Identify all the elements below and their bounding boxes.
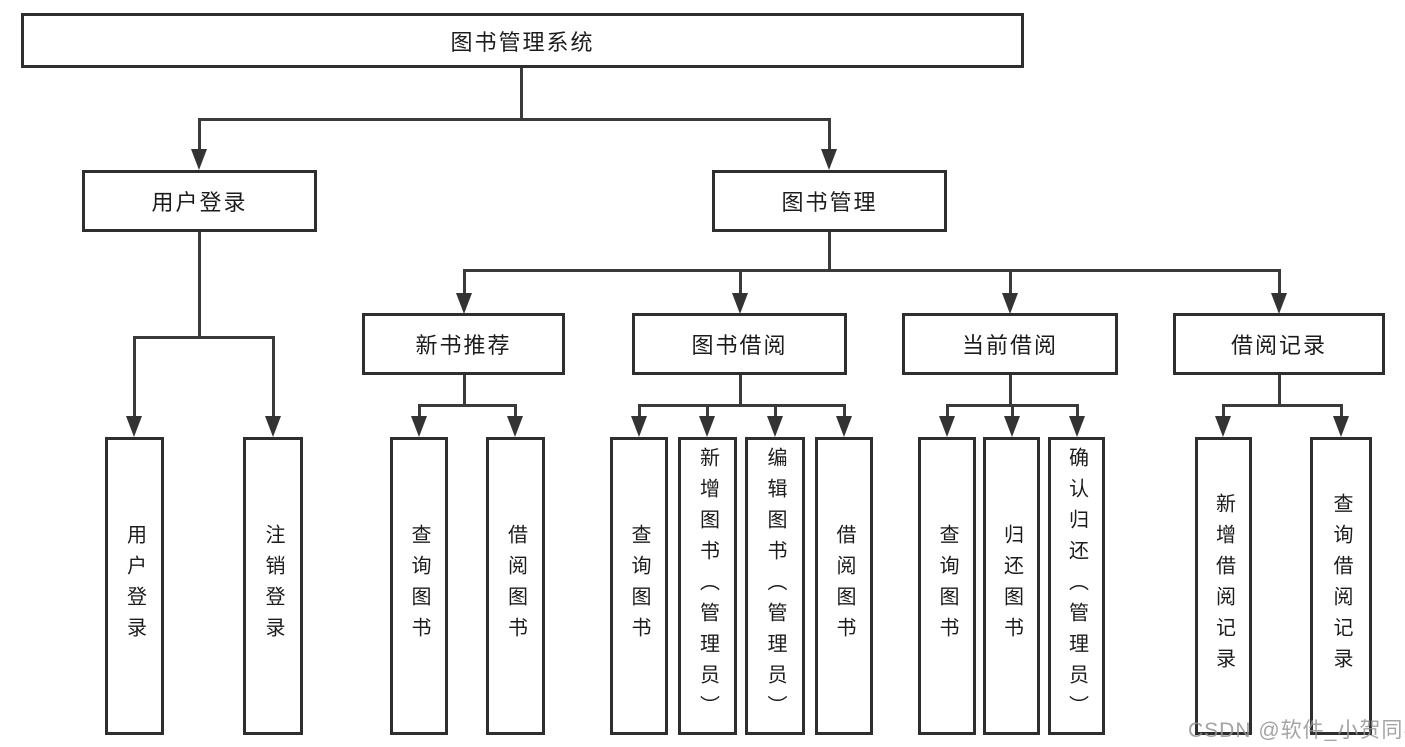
leaf-query-books-2: 查询图书 bbox=[610, 437, 668, 735]
leaf-query-books-3: 查询图书 bbox=[918, 437, 976, 735]
node-user-login: 用户登录 bbox=[82, 170, 317, 232]
connector-line bbox=[1009, 375, 1012, 407]
leaf-edit-book-admin: 编辑图书（管理员） bbox=[745, 437, 805, 735]
node-system: 图书管理系统 bbox=[21, 13, 1024, 68]
node-label: 归还图书 bbox=[1000, 524, 1023, 648]
node-label: 新书推荐 bbox=[415, 333, 512, 358]
arrow-down-icon bbox=[821, 149, 837, 170]
leaf-logout: 注销登录 bbox=[243, 437, 303, 735]
arrow-down-icon bbox=[411, 416, 427, 437]
node-label: 编辑图书（管理员） bbox=[764, 446, 786, 726]
arrow-down-icon bbox=[1002, 293, 1018, 314]
connector-line bbox=[1278, 269, 1281, 296]
connector-line bbox=[946, 404, 949, 418]
arrow-down-icon bbox=[767, 416, 783, 437]
connector-line bbox=[739, 269, 742, 296]
arrow-down-icon bbox=[939, 416, 955, 437]
connector-line bbox=[463, 375, 466, 407]
connector-line bbox=[272, 336, 275, 418]
node-label: 查询图书 bbox=[936, 524, 958, 648]
connector-line bbox=[133, 336, 275, 339]
arrow-down-icon bbox=[1215, 416, 1231, 437]
arrow-down-icon bbox=[699, 416, 715, 437]
connector-line bbox=[198, 118, 831, 121]
node-label: 查询图书 bbox=[628, 524, 650, 648]
connector-line bbox=[1222, 404, 1343, 407]
node-label: 借阅图书 bbox=[833, 524, 855, 648]
connector-line bbox=[774, 404, 777, 418]
connector-line bbox=[1278, 375, 1281, 407]
leaf-query-books-1: 查询图书 bbox=[390, 437, 448, 735]
node-book-borrow: 图书借阅 bbox=[632, 313, 847, 375]
node-label: 用户登录 bbox=[151, 190, 248, 215]
node-borrow-records: 借阅记录 bbox=[1173, 313, 1385, 375]
connector-line bbox=[514, 404, 517, 418]
node-label: 当前借阅 bbox=[961, 333, 1058, 358]
node-label: 新增借阅记录 bbox=[1212, 493, 1235, 679]
csdn-watermark: CSDN @软件_小贺同学 bbox=[1188, 719, 1405, 742]
connector-line bbox=[1011, 404, 1014, 418]
connector-line bbox=[828, 232, 831, 272]
leaf-add-borrow-record: 新增借阅记录 bbox=[1195, 437, 1252, 735]
node-label: 图书管理系统 bbox=[450, 29, 595, 55]
connector-line bbox=[638, 404, 641, 418]
connector-line bbox=[1009, 269, 1012, 296]
node-label: 图书管理 bbox=[781, 190, 878, 215]
node-label: 查询借阅记录 bbox=[1330, 493, 1352, 679]
connector-line bbox=[418, 404, 421, 418]
arrow-down-icon bbox=[265, 416, 281, 437]
connector-line bbox=[638, 404, 846, 407]
node-current-borrow: 当前借阅 bbox=[902, 313, 1118, 375]
connector-line bbox=[706, 404, 709, 418]
connector-line bbox=[739, 375, 742, 407]
node-label: 借阅记录 bbox=[1230, 333, 1327, 358]
leaf-confirm-return-admin: 确认归还（管理员） bbox=[1048, 437, 1105, 735]
arrow-down-icon bbox=[456, 293, 472, 314]
connector-line bbox=[198, 118, 201, 151]
connector-line bbox=[418, 404, 517, 407]
node-label: 借阅图书 bbox=[504, 524, 527, 648]
arrow-down-icon bbox=[126, 416, 142, 437]
connector-line bbox=[198, 232, 201, 339]
arrow-down-icon bbox=[836, 416, 852, 437]
connector-line bbox=[133, 336, 136, 418]
leaf-borrow-books-1: 借阅图书 bbox=[486, 437, 545, 735]
arrow-down-icon bbox=[191, 149, 207, 170]
arrow-down-icon bbox=[1333, 416, 1349, 437]
arrow-down-icon bbox=[507, 416, 523, 437]
leaf-user-login: 用户登录 bbox=[105, 437, 164, 735]
connector-line bbox=[463, 269, 466, 296]
arrow-down-icon bbox=[1271, 293, 1287, 314]
arrow-down-icon bbox=[732, 293, 748, 314]
connector-line bbox=[520, 68, 523, 121]
leaf-return-book: 归还图书 bbox=[983, 437, 1040, 735]
connector-line bbox=[463, 269, 1281, 272]
node-label: 用户登录 bbox=[123, 524, 146, 648]
leaf-query-borrow-record: 查询借阅记录 bbox=[1310, 437, 1372, 735]
leaf-borrow-books-2: 借阅图书 bbox=[815, 437, 873, 735]
connector-line bbox=[828, 118, 831, 151]
leaf-add-book-admin: 新增图书（管理员） bbox=[678, 437, 737, 735]
connector-line bbox=[1076, 404, 1079, 418]
node-label: 注销登录 bbox=[262, 524, 284, 648]
node-label: 查询图书 bbox=[408, 524, 430, 648]
node-book-management: 图书管理 bbox=[712, 170, 947, 232]
connector-line bbox=[1340, 404, 1343, 418]
node-new-book-recommend: 新书推荐 bbox=[362, 313, 565, 375]
node-label: 新增图书（管理员） bbox=[696, 446, 719, 726]
node-label: 确认归还（管理员） bbox=[1065, 446, 1088, 726]
arrow-down-icon bbox=[1069, 416, 1085, 437]
arrow-down-icon bbox=[631, 416, 647, 437]
connector-line bbox=[843, 404, 846, 418]
connector-line bbox=[1222, 404, 1225, 418]
arrow-down-icon bbox=[1004, 416, 1020, 437]
node-label: 图书借阅 bbox=[691, 333, 788, 358]
